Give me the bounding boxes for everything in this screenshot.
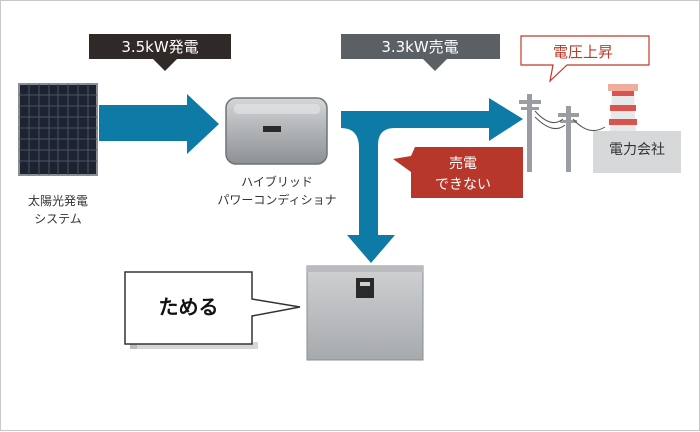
store-label: ためる	[158, 295, 219, 319]
pcs-label: ハイブリッド パワーコンディショナ	[189, 173, 365, 209]
selling-tag-text: 3.3kW売電	[381, 38, 458, 56]
solar-label-line2: システム	[34, 212, 82, 226]
utility-label: 電力会社	[609, 142, 665, 158]
cannot-sell-text-1: 売電	[449, 156, 477, 172]
store-callout	[124, 271, 301, 349]
voltage-rise-callout: 電圧上昇	[520, 35, 650, 83]
solar-panel-icon	[18, 83, 98, 176]
pcs-label-line1: ハイブリッド	[241, 175, 313, 189]
generation-arrow	[99, 94, 219, 154]
voltage-rise-text: 電圧上昇	[553, 43, 613, 61]
hybrid-pcs-icon	[225, 97, 328, 165]
selling-arrow	[341, 98, 523, 263]
battery-storage-icon	[306, 265, 424, 361]
selling-tag: 3.3kW売電	[341, 34, 500, 71]
cannot-sell-tag: 売電 できない	[393, 147, 523, 198]
utility-pole-icon	[519, 94, 606, 172]
pcs-label-line2: パワーコンディショナ	[217, 193, 337, 207]
generation-tag: 3.5kW発電	[89, 34, 231, 71]
cannot-sell-text-2: できない	[435, 177, 491, 193]
generation-tag-text: 3.5kW発電	[121, 38, 198, 56]
power-plant-icon	[593, 84, 681, 173]
solar-label-line1: 太陽光発電	[27, 194, 88, 208]
solar-label: 太陽光発電 システム	[9, 192, 107, 228]
